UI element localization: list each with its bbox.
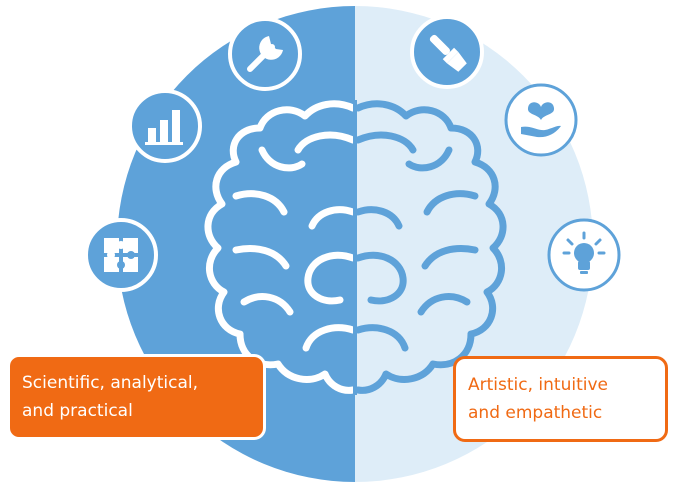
heart-in-hand-icon — [504, 83, 578, 157]
bar-chart-icon — [128, 89, 202, 163]
paintbrush-icon — [410, 15, 484, 89]
puzzle-icon — [84, 218, 158, 292]
wrench-icon — [228, 17, 302, 91]
right-brain-outline — [354, 100, 507, 394]
left-label-line-1: Scientific, analytical, — [22, 373, 199, 393]
left-hemisphere-label: Scientific, analytical, and practical — [7, 354, 266, 440]
right-hemisphere-label: Artistic, intuitive and empathetic — [453, 356, 668, 442]
left-label-line-2: and practical — [22, 401, 133, 421]
right-label-line-1: Artistic, intuitive — [468, 375, 608, 395]
left-brain-outline — [204, 100, 357, 394]
lightbulb-icon — [547, 218, 621, 292]
right-label-line-2: and empathetic — [468, 403, 603, 423]
